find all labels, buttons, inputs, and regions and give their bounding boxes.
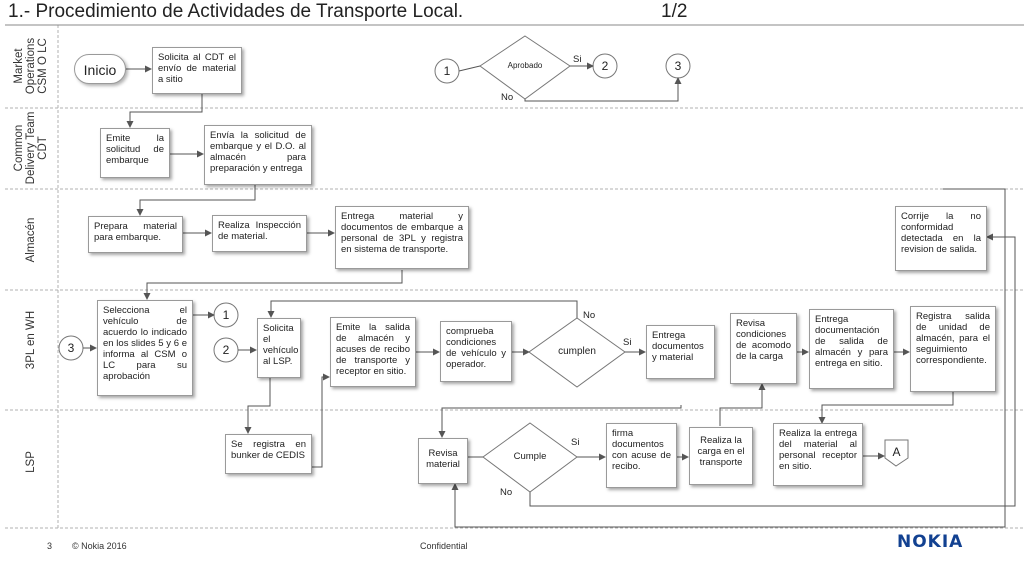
decision-cumplen-label: cumplen xyxy=(558,346,596,357)
decision-cumple-label: Cumple xyxy=(513,451,547,462)
connector-1-outgoing-label: 1 xyxy=(222,308,230,322)
process-box-entrega-documentos: Entrega documentos y material xyxy=(646,325,715,379)
process-box-revisa-condiciones: Revisa condiciones de acomodo de la carg… xyxy=(730,313,797,384)
lane-label-common-delivery: Common Delivery Team CDT xyxy=(13,111,49,185)
branch-no-aprobado: No xyxy=(501,92,514,103)
process-box-comprueba-condiciones: comprueba condiciones de vehículo y oper… xyxy=(440,321,512,382)
process-box-revisa-material: Revisa material xyxy=(418,438,468,484)
decision-aprobado-label: Aprobado xyxy=(507,61,543,70)
process-box-realiza-carga: Realiza la carga en el transporte xyxy=(689,427,753,485)
branch-si-cumple: Si xyxy=(571,437,580,448)
branch-no-cumple: No xyxy=(500,487,513,498)
lane-label-3pl: 3PL en WH xyxy=(25,310,37,370)
connector-circles xyxy=(58,53,691,363)
line-d1-no xyxy=(458,65,481,72)
branch-si-aprobado: Si xyxy=(573,54,582,65)
footer-confidential: Confidential xyxy=(420,541,468,551)
process-box-solicita-envio: Solicita al CDT el envío de material a s… xyxy=(152,47,242,94)
connector-1-label: 1 xyxy=(443,64,451,78)
decision-cumplen-shape xyxy=(528,317,626,388)
flow-arrows xyxy=(83,62,1016,528)
lane-label-almacen: Almacén xyxy=(25,217,37,263)
process-box-realiza-inspeccion: Realiza Inspección de material. xyxy=(212,215,307,252)
page-title: 1.- Procedimiento de Actividades de Tran… xyxy=(8,1,464,22)
process-box-entrega-documentacion: Entrega documentación de salida de almac… xyxy=(809,309,894,389)
process-box-bunker-cedis: Se registra en bunker de CEDIS xyxy=(225,434,312,474)
nokia-logo: NOKIA xyxy=(897,532,964,552)
start-terminator: Inicio xyxy=(74,54,126,84)
process-box-registra-salida: Registra salida de unidad de almacén, pa… xyxy=(910,306,996,392)
connector-3-incoming-label: 3 xyxy=(67,341,75,355)
offpage-connector-label: A xyxy=(892,445,901,459)
footer-slide-number: 3 xyxy=(47,541,53,551)
process-box-prepara-material: Prepara material para embarque. xyxy=(88,216,183,253)
page-number: 1/2 xyxy=(661,1,688,22)
process-box-solicita-vehiculo: Solicita el vehículo al LSP. xyxy=(257,318,301,378)
footer-copyright: © Nokia 2016 xyxy=(72,541,127,551)
process-box-corrije: Corrije la no conformidad detectada en l… xyxy=(895,206,987,271)
process-box-emite-solicitud: Emite la solicitud de embarque xyxy=(100,128,170,178)
connector-2-label: 2 xyxy=(601,59,609,73)
process-box-entrega-material: Entrega material y documentos de embarqu… xyxy=(335,206,469,269)
process-box-realiza-entrega: Realiza la entrega del material al perso… xyxy=(773,423,863,486)
connector-2-incoming-label: 2 xyxy=(222,343,230,357)
branch-si-cumplen: Si xyxy=(623,337,632,348)
branch-no-cumplen: No xyxy=(583,310,596,321)
process-box-selecciona-vehiculo: Selecciona el vehículo de acuerdo lo ind… xyxy=(97,300,193,396)
lane-label-market-operations: Market Operations CSM O LC xyxy=(13,37,49,95)
lane-dividers xyxy=(5,25,1024,529)
process-box-emite-salida: Emite la salida de almacén y acuses de r… xyxy=(330,317,416,387)
process-box-firma-documentos: firma documentos con acuse de recibo. xyxy=(606,423,677,488)
process-box-envia-solicitud: Envía la solicitud de embarque y el D.O.… xyxy=(204,125,312,185)
connector-3-label: 3 xyxy=(674,59,682,73)
offpage-connector-shape xyxy=(884,439,909,467)
lane-label-lsp: LSP xyxy=(25,451,37,473)
